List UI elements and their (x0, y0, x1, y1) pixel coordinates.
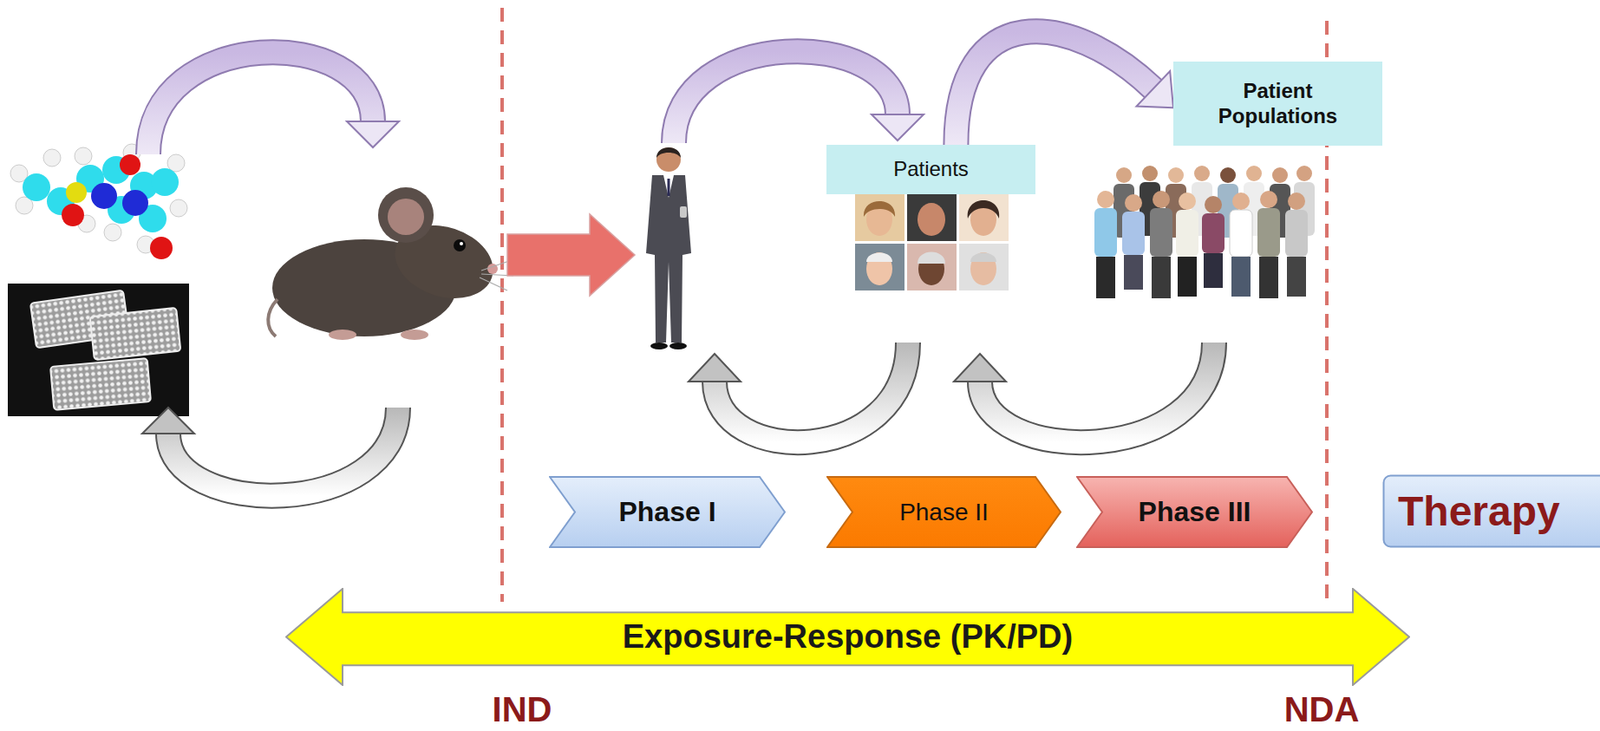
milestone-label: NDA (1284, 690, 1360, 730)
milestone-label: IND (492, 690, 553, 730)
population-photo (1094, 165, 1315, 299)
phase-chevron: Phase I (548, 476, 786, 549)
transition-arrow (507, 214, 635, 296)
timeline-arrow: Exposure-Response (PK/PD) (285, 587, 1411, 686)
node-text: Patient Populations (1191, 78, 1365, 130)
molecule-picture (10, 143, 188, 260)
node-text: Phase III (1138, 495, 1252, 529)
well-plate-picture (7, 283, 190, 417)
feedback-arrow (142, 51, 1215, 496)
node-text: Phase II (899, 497, 989, 528)
therapy-box: Therapy (1382, 474, 1600, 549)
phase-chevron: Phase II (826, 476, 1062, 549)
node-text: Therapy (1397, 486, 1561, 537)
patient-faces (855, 194, 1009, 291)
label-box: Patient Populations (1173, 61, 1383, 146)
volunteer-picture (646, 147, 692, 350)
label-box: Patients (826, 144, 1036, 195)
node-text: Patients (893, 156, 969, 183)
node-text: Exposure-Response (PK/PD) (622, 617, 1073, 658)
mouse-picture (267, 187, 514, 340)
phase-chevron: Phase III (1076, 476, 1313, 549)
curved-arrow (955, 31, 1174, 145)
node-text: Phase I (618, 495, 716, 529)
